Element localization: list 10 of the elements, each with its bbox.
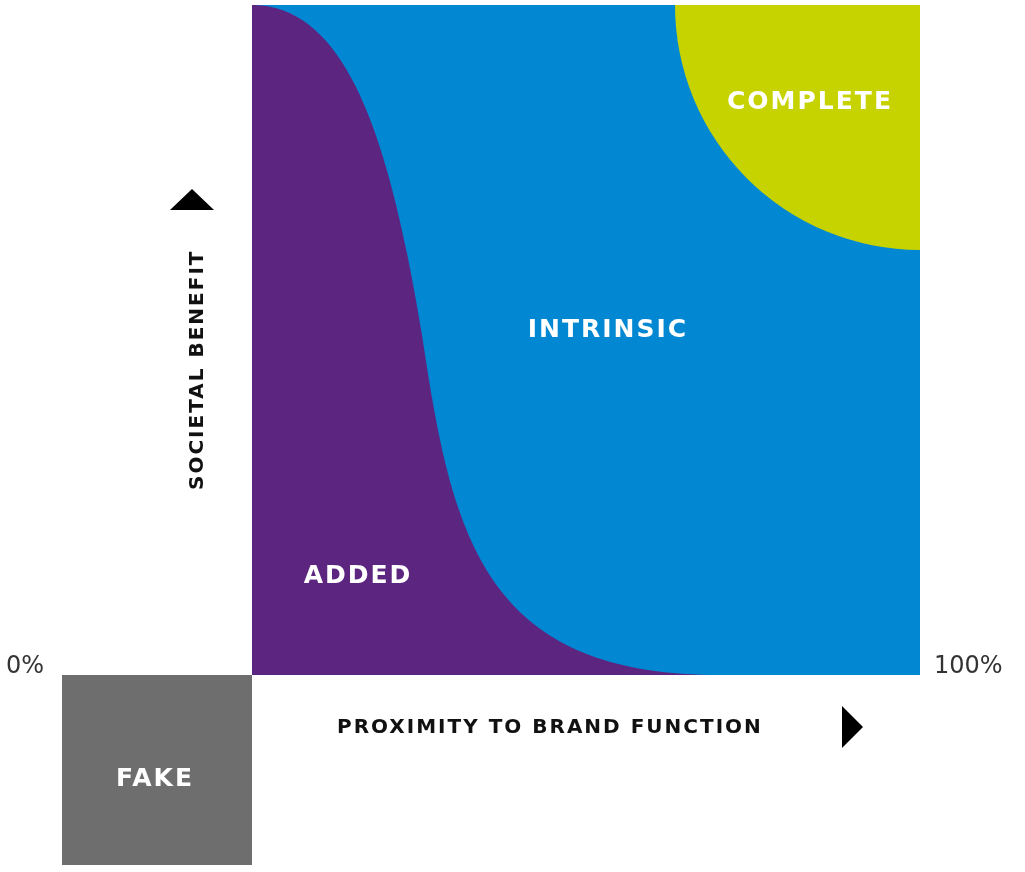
region-label: COMPLETE: [727, 85, 893, 115]
region-label: FAKE: [116, 762, 194, 792]
chart-area: [252, 5, 920, 675]
region-label: INTRINSIC: [527, 313, 689, 343]
square: [62, 675, 252, 865]
region-label: ADDED: [303, 559, 413, 589]
axis-value: 100%: [934, 651, 1003, 679]
axis-title: PROXIMITY TO BRAND FUNCTION: [337, 714, 763, 738]
axis-value: 0%: [6, 651, 45, 679]
axis-title: SOCIETAL BENEFIT: [184, 248, 208, 493]
